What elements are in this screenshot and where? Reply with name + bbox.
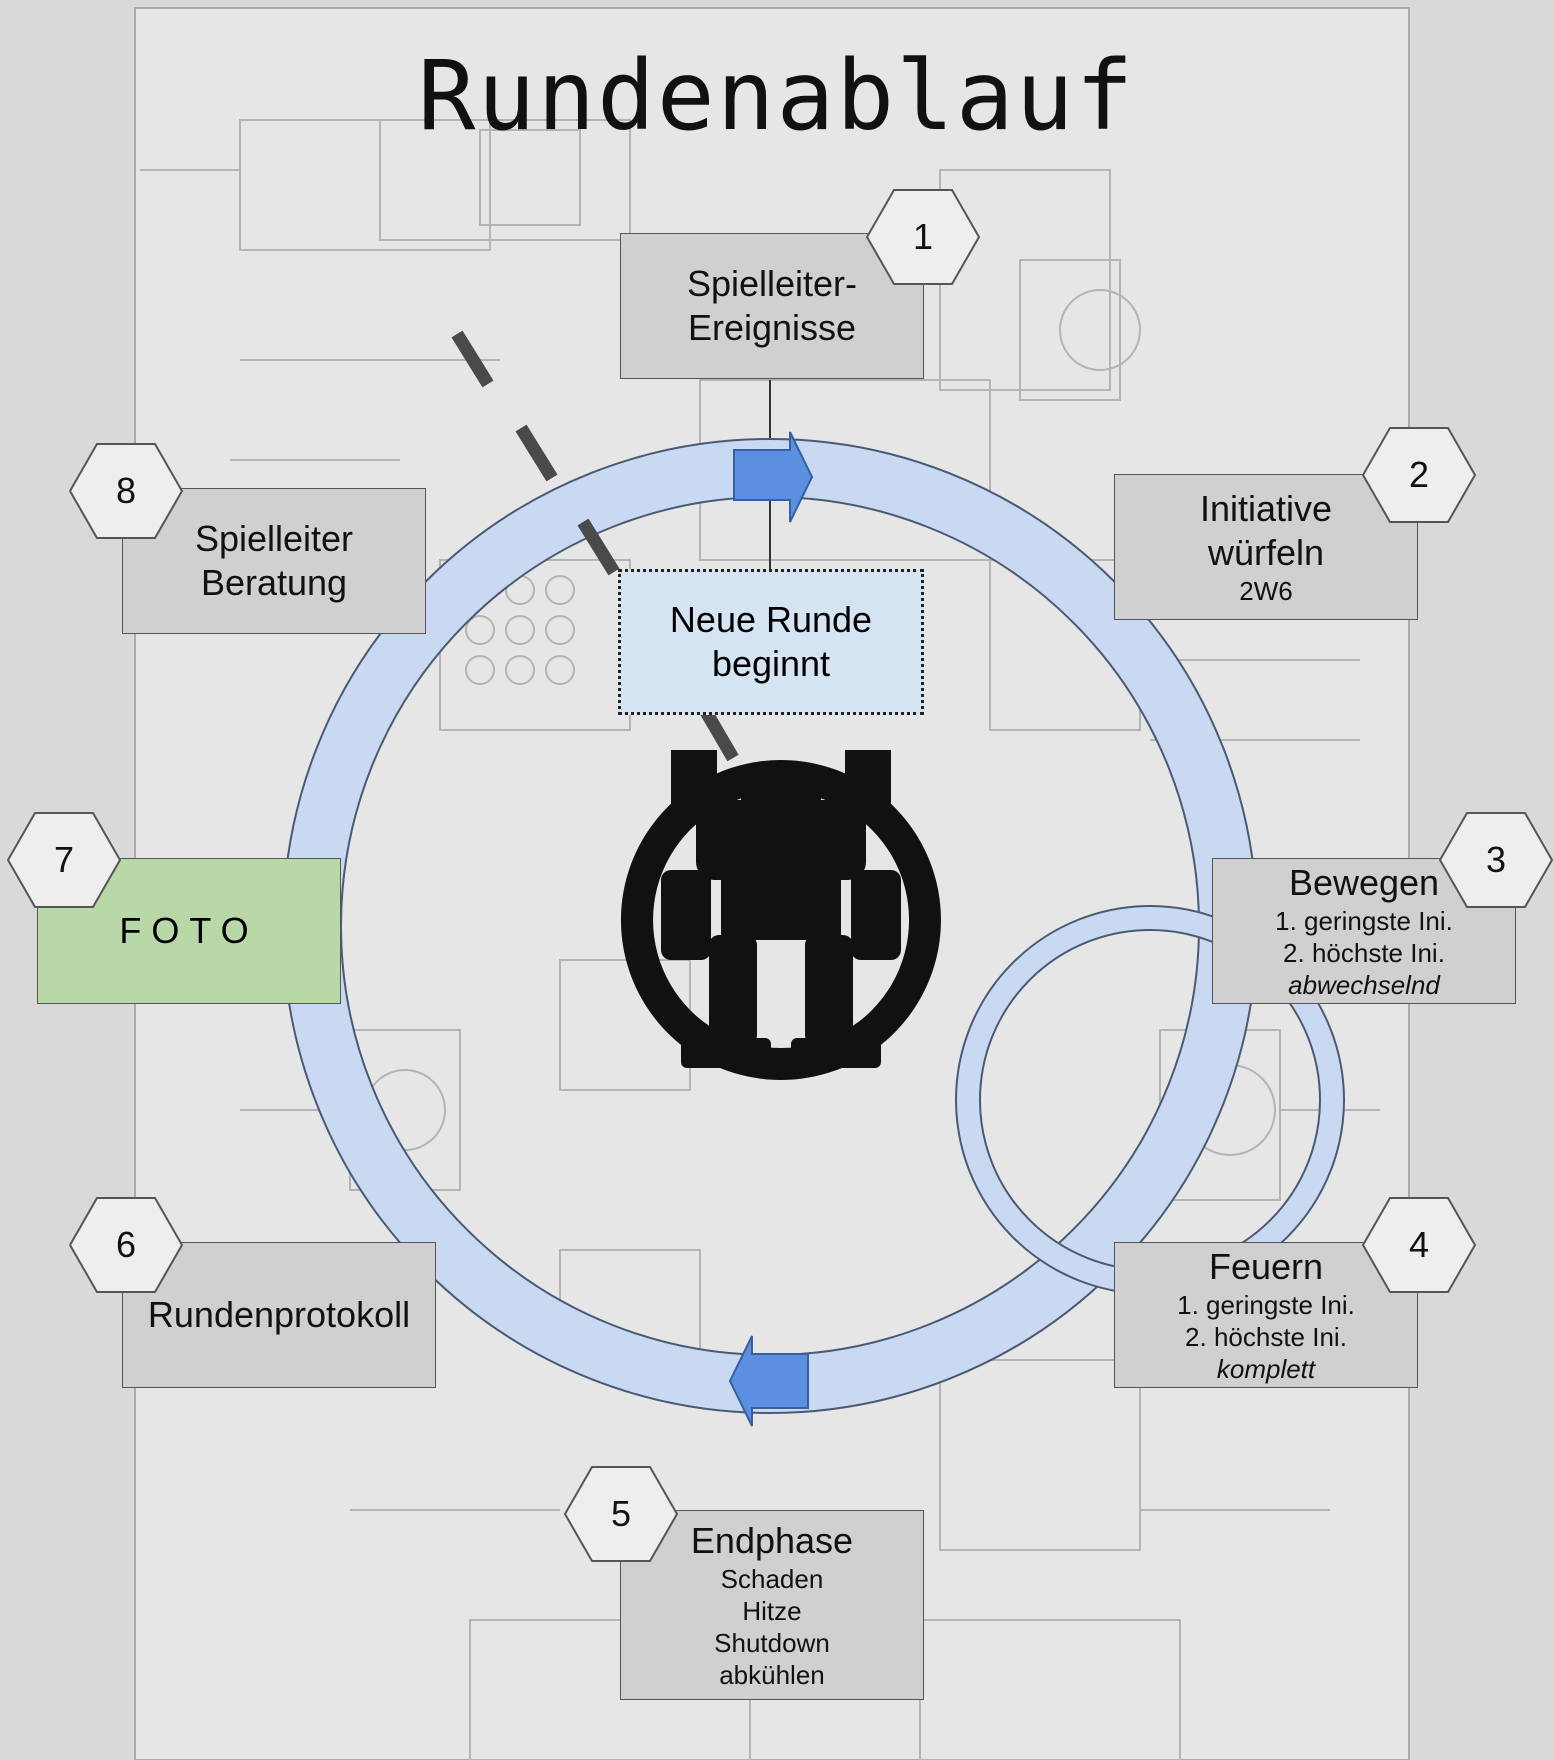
step-6-box: Rundenprotokoll xyxy=(122,1242,436,1388)
dashed-diagonal xyxy=(451,330,739,762)
step-7-title: FOTO xyxy=(119,910,259,951)
step-3-box: Bewegen 1. geringste Ini. 2. höchste Ini… xyxy=(1212,858,1516,1004)
step-5-detail: Schaden xyxy=(720,1564,824,1594)
step-6-title: Rundenprotokoll xyxy=(147,1294,411,1335)
step-1-number: 1 xyxy=(912,216,934,257)
step-8-hex-badge: 8 xyxy=(69,442,183,540)
step-7-hex-badge: 7 xyxy=(7,811,121,909)
step-7-number: 7 xyxy=(53,839,75,880)
step-1-box: Spielleiter- Ereignisse xyxy=(620,233,924,379)
step-3-hex-badge: 3 xyxy=(1439,811,1553,909)
step-4-number: 4 xyxy=(1408,1224,1430,1265)
step-4-title: Feuern xyxy=(1208,1246,1324,1287)
diagram-title: Rundenablauf xyxy=(417,40,1136,152)
step-2-detail: 2W6 xyxy=(1239,576,1293,606)
step-8-title: Spielleiter Beratung xyxy=(194,518,354,603)
step-5-number: 5 xyxy=(610,1493,632,1534)
step-8-box: Spielleiter Beratung xyxy=(122,488,426,634)
step-5-box: Endphase Schaden Hitze Shutdown abkühlen xyxy=(620,1510,924,1700)
step-1-hex-badge: 1 xyxy=(866,188,980,286)
step-6-number: 6 xyxy=(115,1224,137,1265)
step-5-detail: abkühlen xyxy=(719,1660,825,1690)
step-4-box: Feuern 1. geringste Ini. 2. höchste Ini.… xyxy=(1114,1242,1418,1388)
step-4-detail: 2. höchste Ini. xyxy=(1185,1322,1347,1352)
arrow-right-icon xyxy=(733,431,814,523)
step-2-hex-badge: 2 xyxy=(1362,426,1476,524)
step-5-detail: Shutdown xyxy=(714,1628,830,1658)
step-3-detail: 1. geringste Ini. xyxy=(1275,906,1453,936)
step-5-detail: Hitze xyxy=(742,1596,802,1626)
step-5-hex-badge: 5 xyxy=(564,1465,678,1563)
step-3-number: 3 xyxy=(1485,839,1507,880)
step-2-box: Initiative würfeln 2W6 xyxy=(1114,474,1418,620)
step-8-number: 8 xyxy=(115,470,137,511)
new-round-box: Neue Runde beginnt xyxy=(618,569,924,715)
step-2-number: 2 xyxy=(1408,454,1430,495)
step-4-detail: komplett xyxy=(1216,1354,1316,1384)
step-3-detail: 2. höchste Ini. xyxy=(1283,938,1445,968)
step-6-hex-badge: 6 xyxy=(69,1196,183,1294)
step-4-hex-badge: 4 xyxy=(1362,1196,1476,1294)
step-5-title: Endphase xyxy=(690,1520,854,1561)
step-1-title: Spielleiter- Ereignisse xyxy=(686,263,858,348)
step-4-detail: 1. geringste Ini. xyxy=(1177,1290,1355,1320)
mech-silhouette-icon xyxy=(620,750,941,1080)
step-2-title: Initiative würfeln xyxy=(1199,488,1333,573)
arrow-left-icon xyxy=(728,1335,809,1427)
step-3-title: Bewegen xyxy=(1288,862,1440,903)
step-3-detail: abwechselnd xyxy=(1288,970,1440,1000)
